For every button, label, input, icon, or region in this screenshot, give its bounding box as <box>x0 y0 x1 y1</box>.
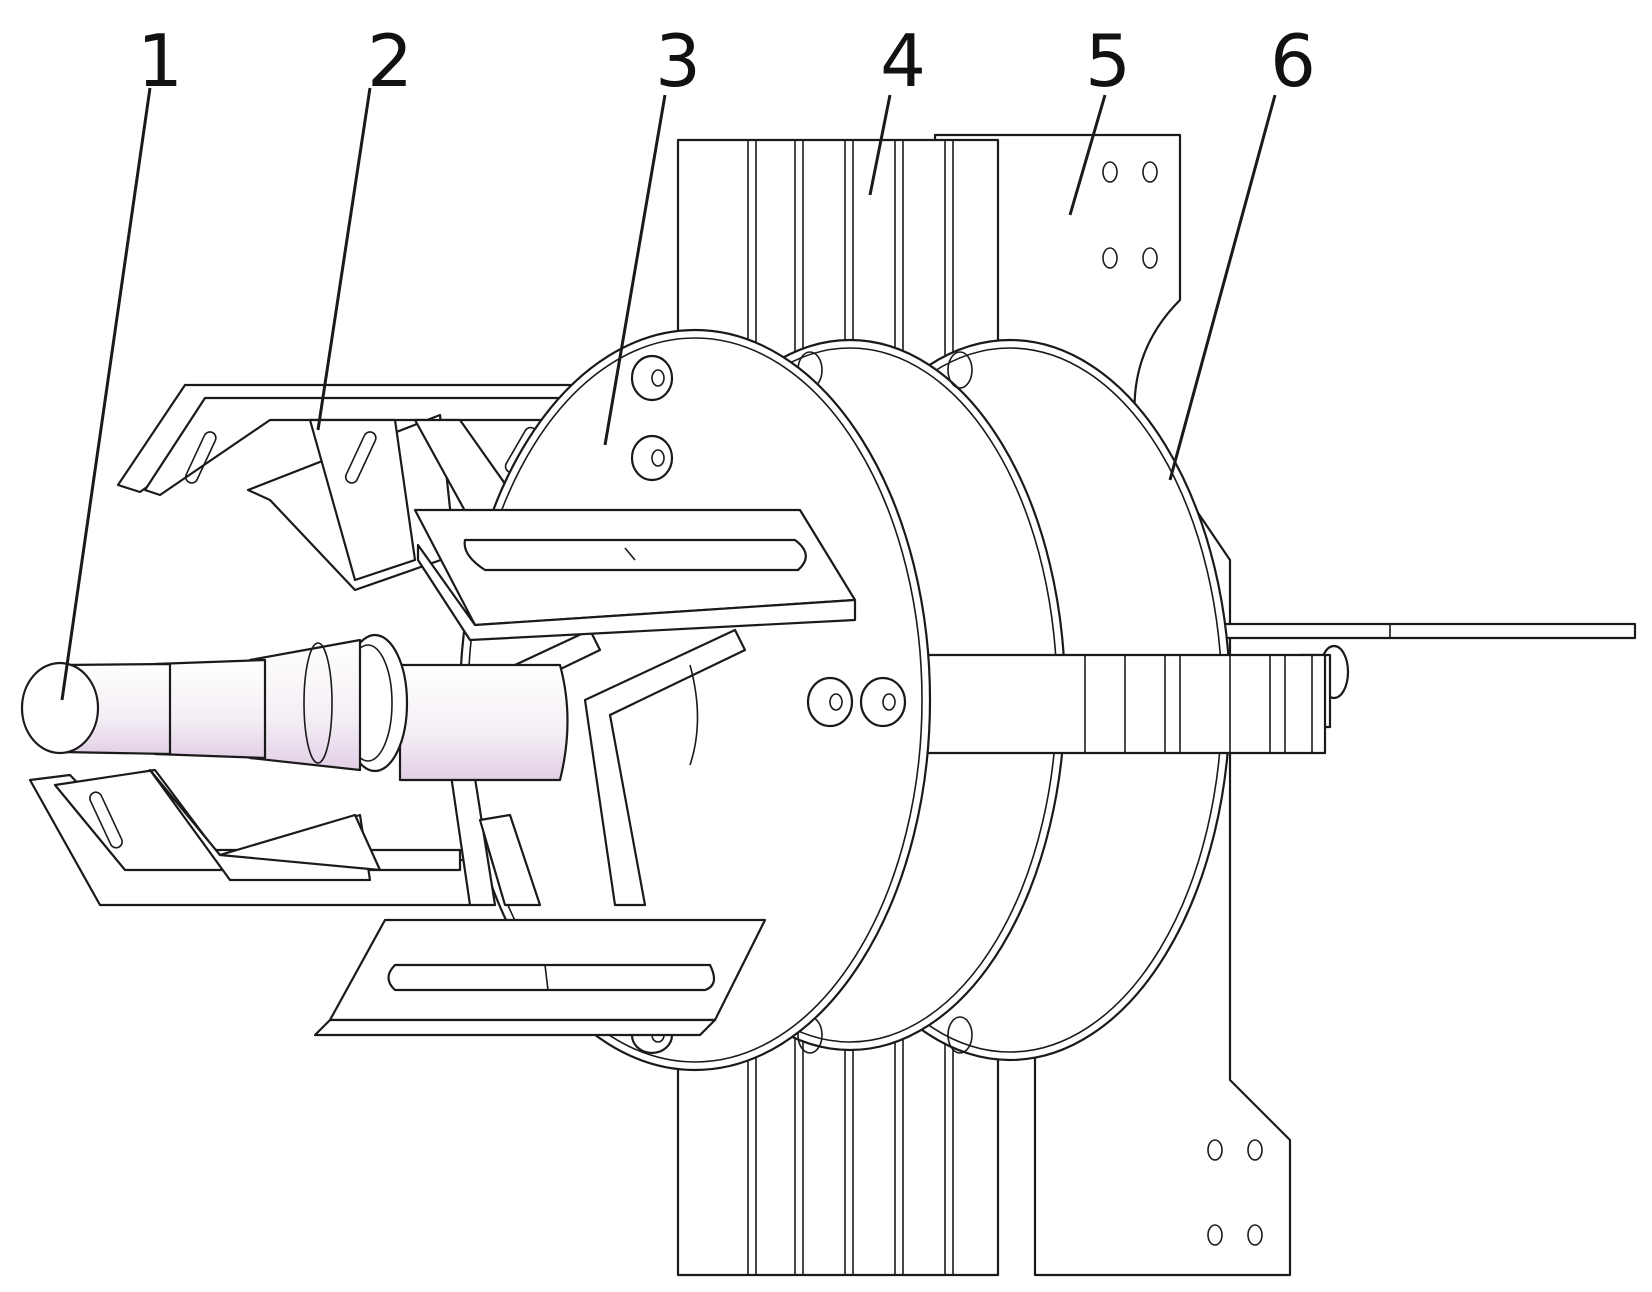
leader-4 <box>868 94 892 196</box>
callout-2: 2 <box>367 19 413 103</box>
leader-1 <box>60 87 152 701</box>
hub-bar <box>918 653 1327 755</box>
lower-clamp-arm <box>28 768 472 907</box>
leader-6 <box>1168 94 1277 481</box>
callout-leaders <box>60 87 1277 701</box>
main-shaft <box>20 633 569 782</box>
callout-6: 6 <box>1270 19 1316 103</box>
leader-3 <box>603 94 667 446</box>
callout-5: 5 <box>1085 19 1131 103</box>
leader-2 <box>316 87 372 431</box>
front-disc-pins <box>630 354 907 1055</box>
callout-1: 1 <box>137 19 183 103</box>
callout-3: 3 <box>655 19 701 103</box>
upper-front-clamp-bar <box>413 508 857 642</box>
lower-front-clamp-bar <box>313 918 767 1037</box>
leader-5 <box>1068 94 1107 216</box>
bracket-bolt-holes-bottom <box>1207 1139 1263 1246</box>
upper-clamp-arm <box>116 383 577 592</box>
bracket-bolt-holes-top <box>1102 161 1158 269</box>
callout-4: 4 <box>880 19 926 103</box>
callout-labels: 1 2 3 4 5 6 <box>137 19 1316 103</box>
